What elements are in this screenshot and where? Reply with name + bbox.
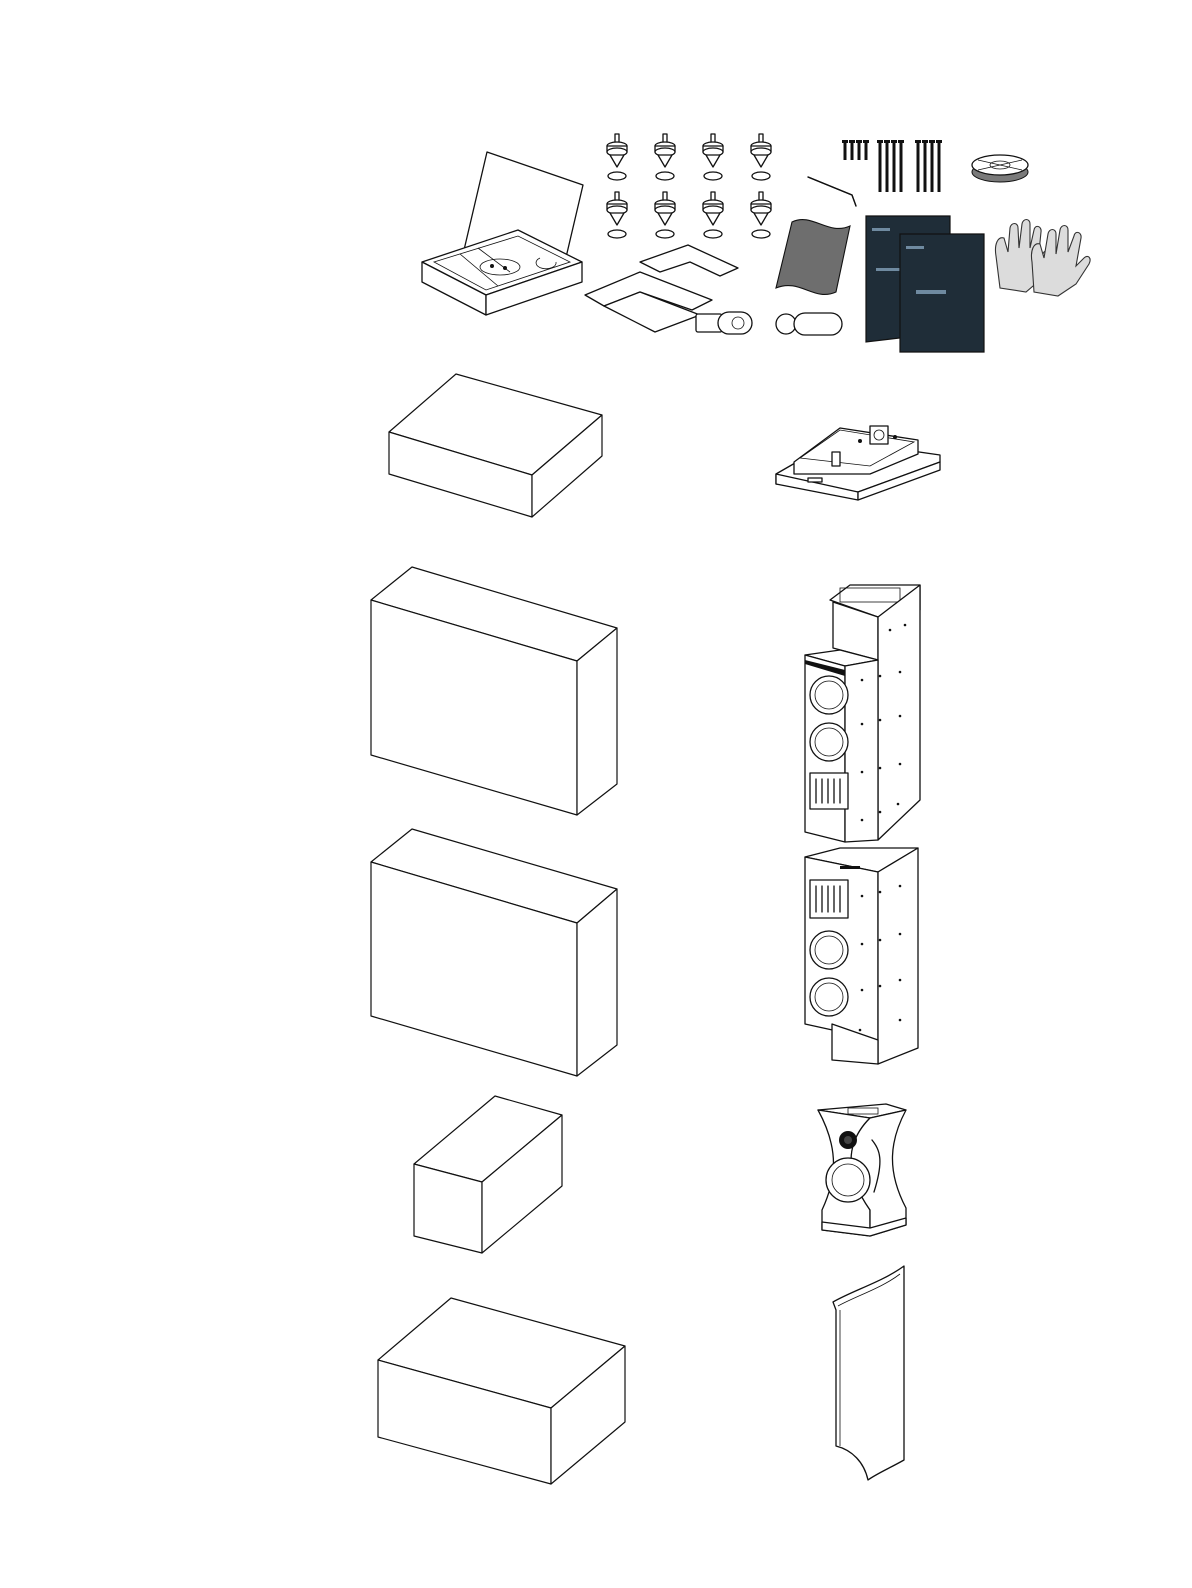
bolt-head: [884, 140, 890, 143]
screw-dot: [879, 891, 882, 894]
cotton-gloves-icon: [995, 220, 1090, 297]
spike-foot: [703, 192, 723, 238]
screw-dot: [861, 723, 864, 726]
screw-dot: [861, 771, 864, 774]
screw-dot: [879, 675, 882, 678]
cleaning-cloth: [776, 220, 850, 295]
screw-dot: [899, 885, 902, 888]
screw-dot: [897, 803, 900, 806]
screw-dot: [899, 979, 902, 982]
bolt-head: [929, 140, 935, 143]
bolt-head: [849, 140, 855, 143]
speaker-module-upper: [805, 848, 918, 1064]
carton-small: [414, 1096, 562, 1253]
bolt-head: [856, 140, 862, 143]
screw-dot: [904, 624, 907, 627]
screw-dot: [861, 895, 864, 898]
speaker-top-unit: [818, 1104, 906, 1236]
spike-foot: [703, 134, 723, 180]
spirit-level-icon: [972, 155, 1028, 182]
screw-dot: [899, 671, 902, 674]
spike-disc: [752, 172, 770, 180]
bolt-sets: [842, 140, 942, 192]
screw-dot: [899, 1019, 902, 1022]
bolt-head: [936, 140, 942, 143]
spike-disc: [656, 172, 674, 180]
accessory-case: [422, 152, 583, 315]
bolt-head: [915, 140, 921, 143]
screw-dot: [879, 985, 882, 988]
spike-disc: [608, 172, 626, 180]
spike-foot: [655, 134, 675, 180]
screw-dot: [899, 763, 902, 766]
bolt-group: [915, 140, 942, 192]
screw-dot: [879, 811, 882, 814]
screw-dot: [859, 1029, 862, 1032]
allen-key: [808, 177, 856, 206]
spike-foot: [751, 134, 771, 180]
spike-disc: [656, 230, 674, 238]
screw-dot: [861, 819, 864, 822]
rear-panel: [833, 1266, 904, 1480]
bolt-head: [898, 140, 904, 143]
bolt-head: [842, 140, 848, 143]
screw-dot: [861, 943, 864, 946]
screw-dot: [879, 767, 882, 770]
spike-disc: [704, 172, 722, 180]
speaker-base: [776, 426, 940, 500]
spike-disc: [608, 230, 626, 238]
screw-dot: [879, 939, 882, 942]
spike-disc: [704, 230, 722, 238]
bolt-group: [877, 140, 904, 192]
bolt-group: [842, 140, 869, 160]
bolt-head: [877, 140, 883, 143]
user-manuals: [866, 216, 984, 352]
spike-foot: [655, 192, 675, 238]
bolt-head: [891, 140, 897, 143]
carton-small-flat: [389, 374, 602, 517]
usb-pouch: [776, 313, 842, 335]
spike-foot: [751, 192, 771, 238]
carton-large-1: [371, 567, 617, 815]
screw-dot: [899, 933, 902, 936]
screw-dot: [889, 629, 892, 632]
bolt-head: [922, 140, 928, 143]
carton-large-2: [371, 829, 617, 1076]
screw-dot: [899, 715, 902, 718]
screw-dot: [861, 679, 864, 682]
spike-foot: [607, 134, 627, 180]
screw-dot: [879, 719, 882, 722]
bolt-head: [863, 140, 869, 143]
carton-flat: [378, 1298, 625, 1484]
spike-foot: [607, 192, 627, 238]
speaker-module-lower: [805, 585, 920, 842]
screw-dot: [861, 989, 864, 992]
usb-drive: [696, 312, 752, 334]
spike-disc: [752, 230, 770, 238]
spike-feet-group: [607, 134, 771, 238]
